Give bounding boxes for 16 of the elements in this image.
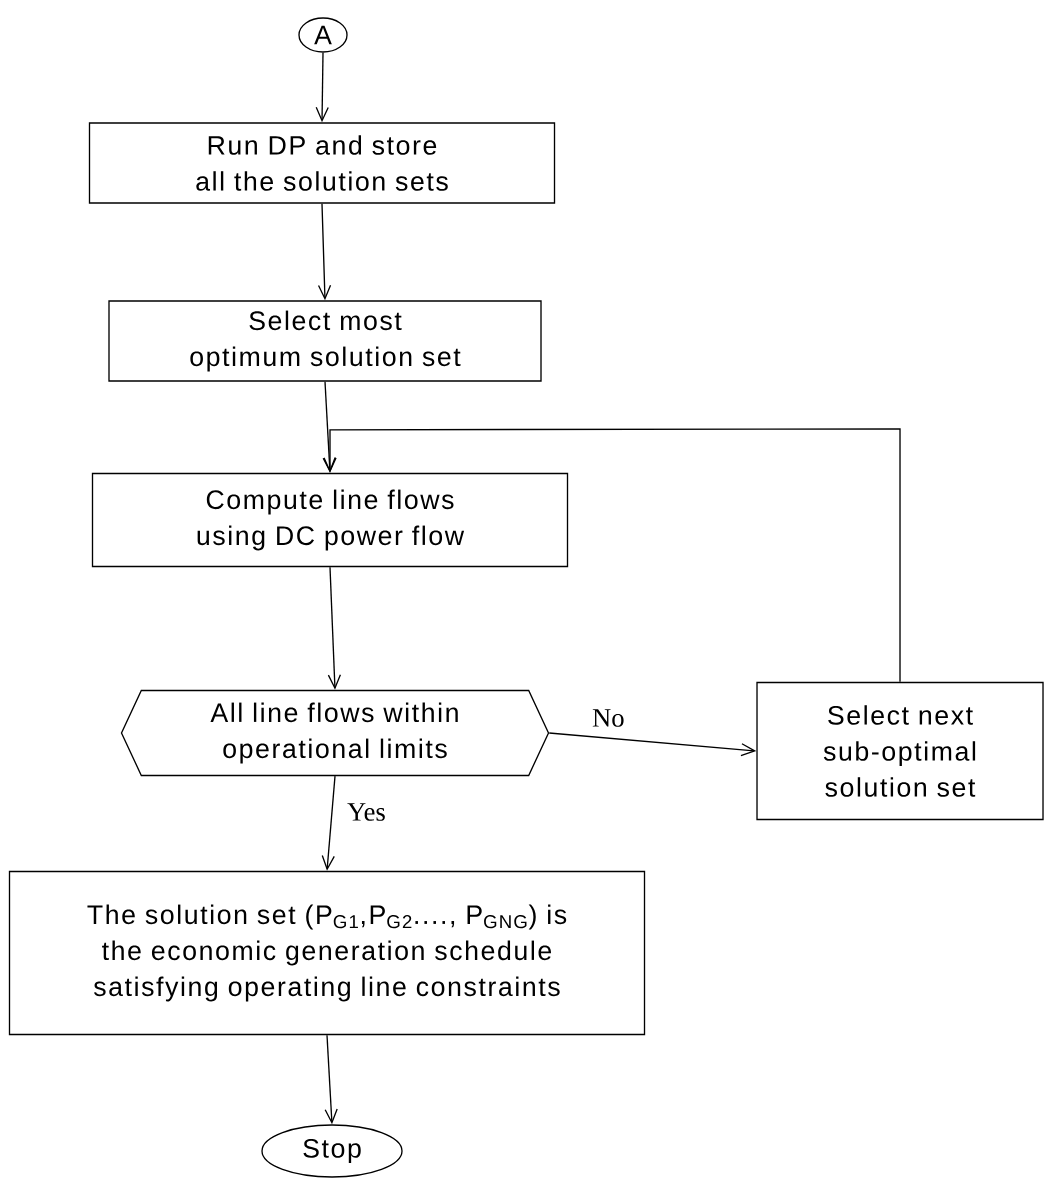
process-box: Compute line flows using DC power flow <box>91 472 569 568</box>
process-box: Select next sub-optimal solution set <box>756 681 1044 821</box>
process-box: The solution set (P$_{G1}$,P$_{G2}$...., P$_{GNG}$) is the economic generation schedule satisfying operating line constraints <box>8 870 646 1036</box>
arrow <box>323 428 901 683</box>
arrow <box>317 203 332 301</box>
arrow <box>315 52 329 123</box>
terminal-oval: Stop <box>261 1124 403 1178</box>
arrow <box>324 1034 338 1125</box>
edge-label: Yes <box>345 801 388 823</box>
arrow <box>321 775 336 871</box>
arrow <box>327 566 342 690</box>
process-box: Select most optimum solution set <box>108 300 542 382</box>
decision-hexagon: All line flows within operational limits <box>120 689 550 777</box>
arrow <box>548 732 757 757</box>
edge-label: No <box>590 707 626 729</box>
process-box: Run DP and store all the solution sets <box>88 122 556 204</box>
